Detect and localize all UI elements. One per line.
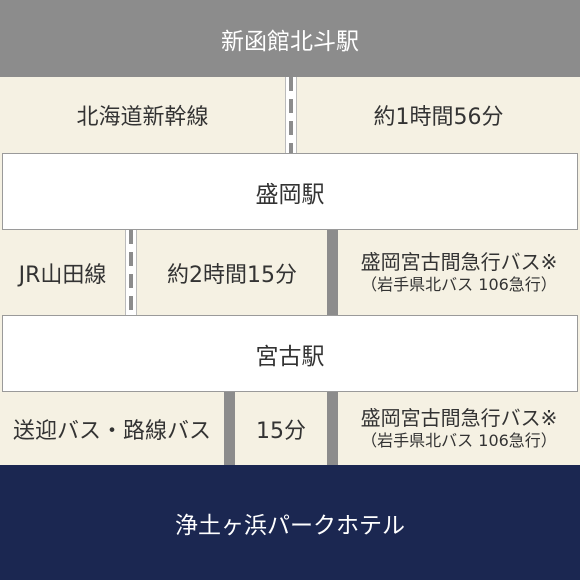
bus-note: （岩手県北バス 106急行） <box>361 275 557 295</box>
road-divider <box>327 392 338 465</box>
leg-shinkansen: 北海道新幹線 約1時間56分 <box>0 77 580 153</box>
rail-divider <box>125 230 137 315</box>
road-divider <box>224 392 235 465</box>
line-label: 送迎バス・路線バス <box>12 418 211 444</box>
road-divider <box>327 230 338 315</box>
station-miyako: 宮古駅 <box>2 315 578 392</box>
line-label: JR山田線 <box>18 262 107 288</box>
station-morioka: 盛岡駅 <box>2 153 578 230</box>
leg-shuttle: 送迎バス・路線バス 15分 盛岡宮古間急行バス※ （岩手県北バス 106急行） <box>0 392 580 465</box>
bus-alternative: 盛岡宮古間急行バス※ （岩手県北バス 106急行） <box>338 392 580 465</box>
station-shin-hakodate-hokuto: 新函館北斗駅 <box>0 0 580 77</box>
bus-alternative: 盛岡宮古間急行バス※ （岩手県北バス 106急行） <box>338 230 580 315</box>
bus-name: 盛岡宮古間急行バス※ <box>360 250 558 275</box>
travel-time: 15分 <box>256 418 306 444</box>
leg-yamada-line: JR山田線 約2時間15分 盛岡宮古間急行バス※ （岩手県北バス 106急行） <box>0 230 580 315</box>
line-label: 北海道新幹線 <box>76 105 209 130</box>
bus-note: （岩手県北バス 106急行） <box>361 431 557 451</box>
travel-time: 約1時間56分 <box>373 105 504 130</box>
bus-name: 盛岡宮古間急行バス※ <box>360 406 558 431</box>
rail-divider <box>285 77 297 153</box>
travel-time: 約2時間15分 <box>167 262 297 288</box>
destination-jodogahama-park-hotel: 浄土ヶ浜パークホテル <box>0 465 580 580</box>
